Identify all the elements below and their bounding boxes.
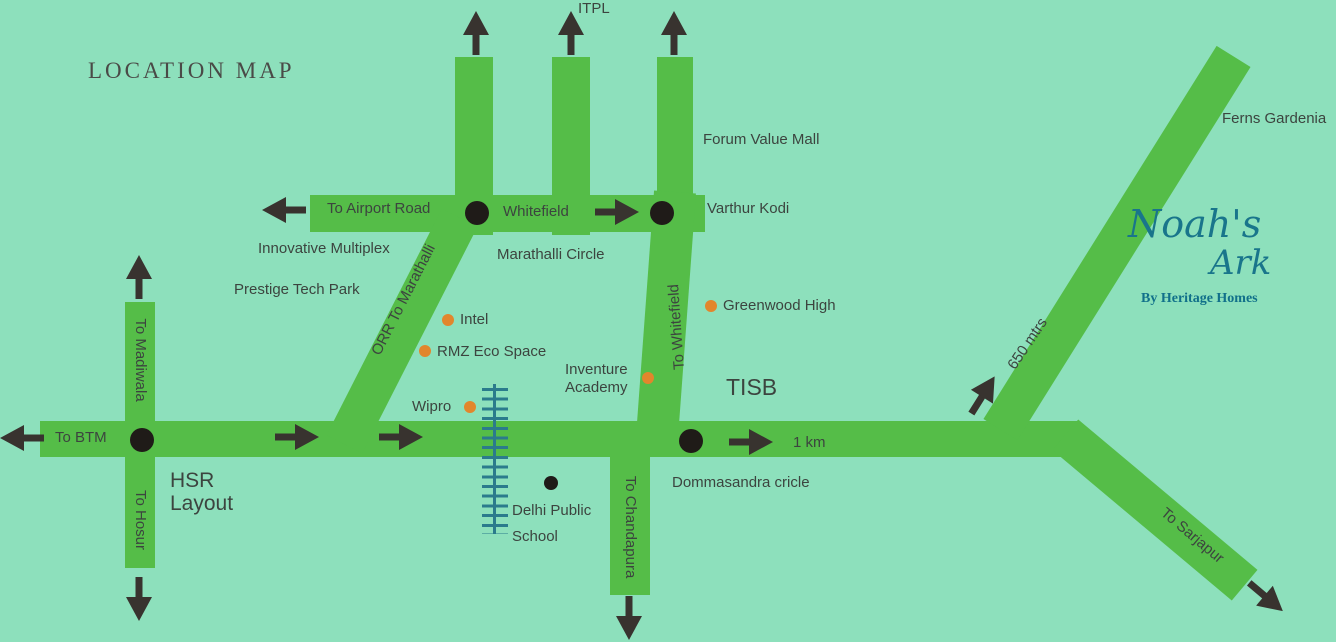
- junction-varthur-kodi: [650, 201, 674, 225]
- place-label-dommasandra: Dommasandra cricle: [672, 474, 810, 491]
- page-title: LOCATION MAP: [88, 58, 295, 83]
- marker-delhi-public-school: [544, 476, 558, 490]
- place-label-hsr-layout: HSR Layout: [170, 469, 233, 515]
- arrow-north-3-icon: [661, 11, 687, 55]
- arrow-one-km-icon: [729, 429, 773, 455]
- place-label-delhi-public-school: Delhi Public School: [512, 498, 591, 550]
- poi-dot-rmz: [419, 345, 431, 357]
- road-label-to-btm: To BTM: [55, 429, 107, 446]
- arrow-whitefield-east-icon: [595, 199, 639, 225]
- place-label-forum-value-mall: Forum Value Mall: [703, 131, 820, 148]
- railway-line-icon: [493, 384, 496, 534]
- place-label-prestige-tech-park: Prestige Tech Park: [234, 281, 360, 298]
- road-label-to-airport: To Airport Road: [327, 200, 431, 217]
- road-label-itpl: ITPL: [578, 0, 610, 17]
- logo-ark: Ark: [1210, 243, 1272, 283]
- dps-line2: School: [512, 528, 558, 545]
- hsr-line1: HSR: [170, 469, 215, 492]
- road-vertical-itpl: [552, 57, 590, 235]
- arrow-to-madiwala-icon: [126, 255, 152, 299]
- arrow-main-east-2-icon: [379, 424, 423, 450]
- road-label-to-hosur: To Hosur: [132, 489, 149, 551]
- inventure-line1: Inventure: [565, 361, 628, 378]
- place-label-rmz-eco-space: RMZ Eco Space: [437, 343, 547, 360]
- place-label-greenwood-high: Greenwood High: [723, 297, 836, 314]
- road-label-to-chandapura: To Chandapura: [622, 475, 639, 579]
- poi-dot-intel: [442, 314, 454, 326]
- logo-noahs: Noah's: [1128, 202, 1262, 246]
- poi-dot-inventure: [642, 372, 654, 384]
- place-label-wipro: Wipro: [412, 398, 452, 415]
- junction-dommasandra: [679, 429, 703, 453]
- arrow-main-east-1-icon: [275, 424, 319, 450]
- arrow-north-1-icon: [463, 11, 489, 55]
- arrow-to-airport-icon: [262, 197, 306, 223]
- place-label-varthur-kodi: Varthur Kodi: [707, 200, 790, 217]
- place-label-intel: Intel: [460, 311, 489, 328]
- place-label-marathalli-circle: Marathalli Circle: [497, 246, 605, 263]
- hsr-line2: Layout: [170, 492, 234, 515]
- road-label-whitefield: Whitefield: [503, 203, 569, 220]
- poi-dot-wipro: [464, 401, 476, 413]
- road-main-horizontal: [40, 421, 1080, 457]
- junction-whitefield: [465, 201, 489, 225]
- arrow-itpl-icon: [558, 11, 584, 55]
- road-to-chandapura: [610, 455, 650, 595]
- place-label-tisb: TISB: [726, 374, 778, 400]
- arrow-to-btm-icon: [0, 425, 44, 451]
- place-label-inventure-academy: Inventure Academy: [565, 361, 628, 397]
- distance-label-1km: 1 km: [793, 434, 826, 451]
- logo-tagline: By Heritage Homes: [1141, 291, 1258, 306]
- arrow-650-mtrs-icon: [960, 369, 1005, 420]
- arrow-to-sarjapur-icon: [1241, 573, 1291, 621]
- inventure-line2: Academy: [565, 379, 628, 396]
- place-label-innovative-multiplex: Innovative Multiplex: [258, 240, 390, 257]
- dps-line1: Delhi Public: [512, 502, 592, 519]
- junction-hsr: [130, 428, 154, 452]
- road-label-to-madiwala: To Madiwala: [132, 318, 149, 402]
- road-vertical-north-3: [657, 57, 693, 202]
- road-to-sarjapur: [1052, 419, 1258, 601]
- arrow-to-chandapura-icon: [616, 596, 642, 640]
- road-airport-whitefield: [310, 195, 705, 232]
- place-label-ferns-gardenia: Ferns Gardenia: [1222, 110, 1327, 127]
- poi-dot-greenwood: [705, 300, 717, 312]
- arrow-to-hosur-icon: [126, 577, 152, 621]
